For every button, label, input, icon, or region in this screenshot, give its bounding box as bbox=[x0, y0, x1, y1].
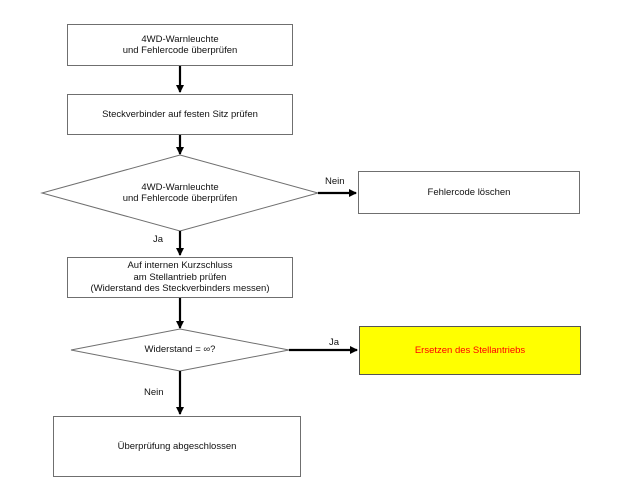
step-check-connector: Steckverbinder auf festen Sitz prüfen bbox=[67, 94, 293, 135]
step-check-warning-light: 4WD-Warnleuchte und Fehlercode überprüfe… bbox=[67, 24, 293, 66]
decision1-text: 4WD-Warnleuchte und Fehlercode überprüfe… bbox=[122, 181, 238, 205]
decision2-text: Widerstand = ∞? bbox=[144, 344, 216, 356]
step-inspection-complete: Überprüfung abgeschlossen bbox=[53, 416, 301, 477]
decision1-yes-label: Ja bbox=[153, 234, 164, 245]
decision1-no-label: Nein bbox=[325, 176, 345, 187]
decision2-no-label: Nein bbox=[144, 387, 164, 398]
step-check-short-circuit: Auf internen Kurzschluss am Stellantrieb… bbox=[67, 257, 293, 298]
action-clear-fault-code: Fehlercode löschen bbox=[358, 171, 580, 214]
action-replace-actuator: Ersetzen des Stellantriebs bbox=[359, 326, 581, 375]
decision2-yes-label: Ja bbox=[329, 337, 340, 348]
